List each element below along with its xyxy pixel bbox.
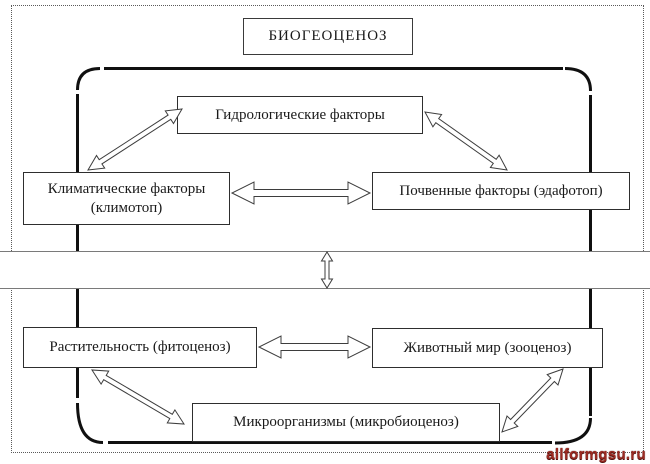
box-climatic-label-line2: (климотоп)	[90, 199, 163, 216]
double-arrow-hydro-soil-icon	[424, 111, 508, 171]
box-animal-label: Животный мир (зооценоз)	[403, 339, 572, 356]
frame-top-left-arc	[76, 67, 101, 91]
frame-bottom-right-arc	[554, 417, 592, 445]
box-hydrological-label: Гидрологические факторы	[215, 106, 385, 123]
frame-top-right-arc	[564, 67, 592, 92]
box-soil-factors: Почвенные факторы (эдафотоп)	[372, 172, 630, 210]
box-microorganisms: Микроорганизмы (микробиоценоз)	[192, 403, 500, 442]
box-climatic-label-line1: Климатические факторы	[47, 180, 206, 197]
double-arrow-plant-micro-icon	[91, 369, 185, 425]
box-vegetation-label: Растительность (фитоценоз)	[49, 339, 231, 356]
separator-band	[0, 251, 650, 289]
box-animal-world: Животный мир (зооценоз)	[372, 328, 603, 368]
box-hydrological-factors: Гидрологические факторы	[177, 96, 423, 134]
box-microorganisms-label: Микроорганизмы (микробиоценоз)	[233, 414, 459, 431]
dotted-page-border	[11, 5, 644, 453]
box-climatic-factors: Климатические факторы (климотоп)	[23, 172, 230, 225]
frame-bottom-left-arc	[76, 402, 104, 444]
double-arrow-climate-hydro-icon	[87, 108, 183, 171]
double-arrow-plant-animal-icon	[257, 335, 372, 359]
double-arrow-animal-micro-icon	[501, 368, 564, 433]
box-soil-label: Почвенные факторы (эдафотоп)	[399, 182, 603, 199]
box-vegetation: Растительность (фитоценоз)	[23, 327, 257, 368]
diagram-title: БИОГЕОЦЕНОЗ	[268, 28, 388, 44]
title-box: БИОГЕОЦЕНОЗ	[243, 18, 413, 55]
double-arrow-climate-soil-icon	[230, 181, 372, 205]
watermark: allformgsu.ru	[546, 446, 646, 463]
